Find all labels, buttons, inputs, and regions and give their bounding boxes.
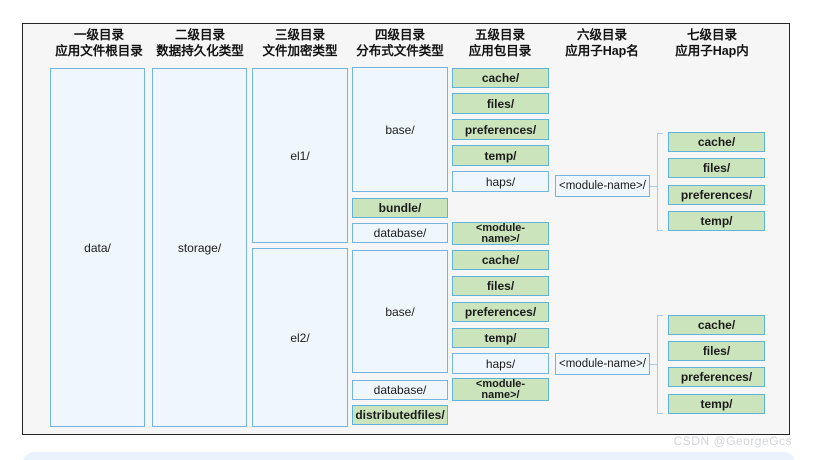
note-callout-bar — [23, 452, 795, 460]
node-hap-files-el2: files/ — [668, 341, 765, 361]
column-header-level6: 六级目录 应用子Hap名 — [565, 27, 639, 59]
header-line1: 六级目录 — [576, 28, 627, 42]
header-line2: 数据持久化类型 — [156, 44, 244, 58]
node-module-name-haps-el2: <module-name>/ — [555, 353, 650, 375]
node-cache-el1: cache/ — [452, 68, 549, 88]
bracket-el2 — [657, 315, 663, 414]
node-hap-temp-el1: temp/ — [668, 211, 765, 231]
node-hap-cache-el1: cache/ — [668, 132, 765, 152]
node-module-name-haps-el1: <module-name>/ — [555, 175, 650, 197]
bracket-el1 — [657, 133, 663, 231]
header-line1: 四级目录 — [374, 28, 426, 42]
node-module-name-database-el2: <module-name>/ — [452, 378, 549, 401]
header-line1: 七级目录 — [686, 28, 737, 42]
node-base-el2: base/ — [352, 250, 448, 373]
column-header-level1: 一级目录 应用文件根目录 — [55, 27, 143, 59]
node-hap-preferences-el2: preferences/ — [668, 367, 765, 387]
node-distributedfiles: distributedfiles/ — [352, 405, 448, 425]
node-hap-preferences-el1: preferences/ — [668, 185, 765, 205]
node-temp-el2: temp/ — [452, 328, 549, 348]
header-line2: 应用文件根目录 — [55, 44, 143, 58]
column-header-level7: 七级目录 应用子Hap内 — [675, 27, 749, 59]
module-name-label: <module-name>/ — [475, 221, 526, 245]
header-line2: 应用包目录 — [468, 44, 532, 58]
header-line2: 应用子Hap名 — [565, 44, 639, 58]
node-files-el1: files/ — [452, 93, 549, 114]
column-header-level2: 二级目录 数据持久化类型 — [156, 27, 244, 59]
header-line1: 五级目录 — [474, 28, 526, 42]
node-database-el2: database/ — [352, 380, 448, 400]
column-header-level5: 五级目录 应用包目录 — [469, 27, 532, 59]
node-hap-temp-el2: temp/ — [668, 394, 765, 414]
node-bundle: bundle/ — [352, 198, 448, 218]
node-preferences-el1: preferences/ — [452, 119, 549, 140]
node-temp-el1: temp/ — [452, 145, 549, 166]
node-hap-files-el1: files/ — [668, 158, 765, 178]
header-line1: 一级目录 — [73, 28, 125, 42]
node-module-name-database-el1: <module-name>/ — [452, 222, 549, 245]
node-hap-cache-el2: cache/ — [668, 315, 765, 335]
bracket-connector-el2 — [650, 364, 657, 365]
node-haps-el1: haps/ — [452, 171, 549, 192]
node-preferences-el2: preferences/ — [452, 302, 549, 322]
node-base-el1: base/ — [352, 67, 448, 192]
column-header-level3: 三级目录 文件加密类型 — [262, 27, 337, 59]
node-el1: el1/ — [252, 68, 348, 243]
header-line2: 文件加密类型 — [262, 44, 338, 58]
header-line2: 应用子Hap内 — [675, 44, 749, 58]
node-haps-el2: haps/ — [452, 353, 549, 374]
node-files-el2: files/ — [452, 276, 549, 296]
csdn-watermark: CSDN @GeorgeGcs — [673, 434, 792, 448]
node-el2: el2/ — [252, 248, 348, 427]
header-line1: 三级目录 — [274, 28, 326, 42]
module-name-label: <module-name>/ — [475, 377, 526, 401]
node-cache-el2: cache/ — [452, 250, 549, 270]
header-line2: 分布式文件类型 — [356, 44, 444, 58]
node-data: data/ — [50, 68, 145, 427]
node-storage: storage/ — [152, 68, 247, 427]
bracket-connector-el1 — [650, 186, 657, 187]
column-header-level4: 四级目录 分布式文件类型 — [356, 27, 444, 59]
header-line1: 二级目录 — [174, 28, 226, 42]
node-database-el1: database/ — [352, 223, 448, 243]
